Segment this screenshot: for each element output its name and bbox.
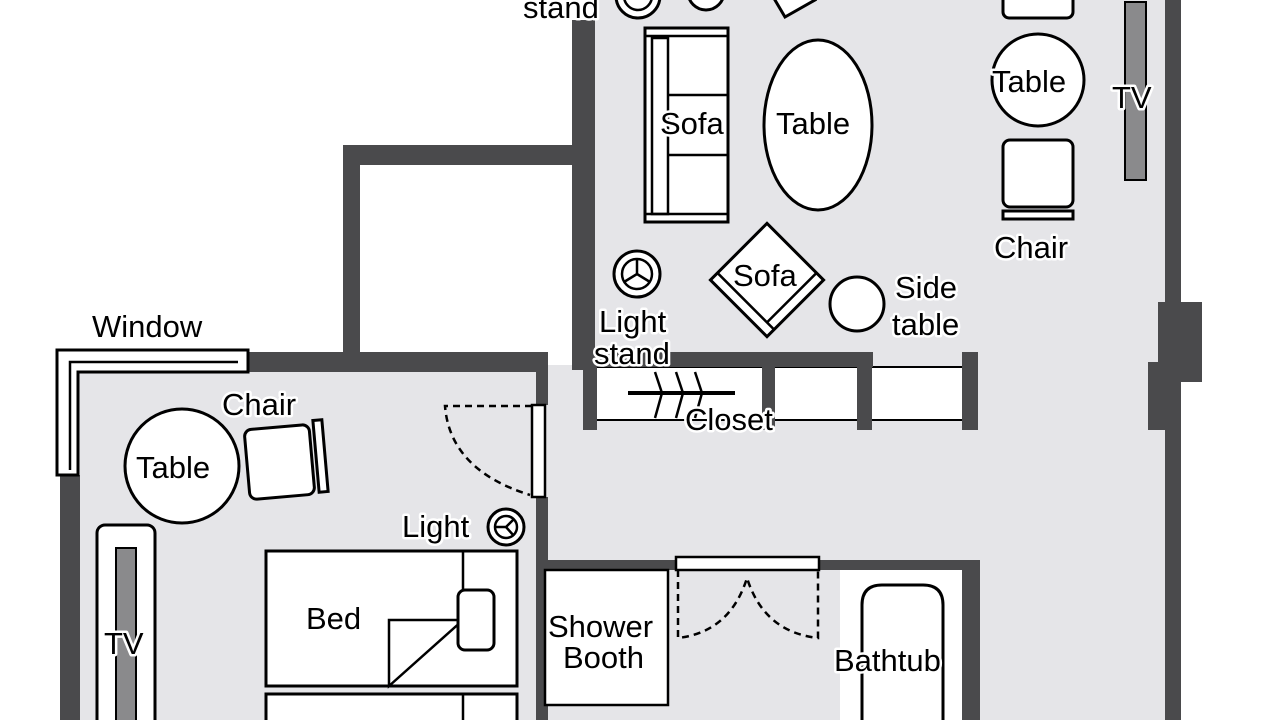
label-sofa-main: Sofa — [660, 106, 725, 141]
wall — [343, 145, 575, 165]
label-light-stand-2: stand — [594, 336, 670, 371]
wall — [536, 365, 548, 405]
wall-pillar — [1148, 302, 1202, 430]
label-light-stand-1: Light — [599, 304, 667, 339]
storage-room — [360, 165, 570, 352]
label-light-bedroom: Light — [402, 509, 470, 544]
bed — [264, 549, 519, 689]
wall — [60, 475, 80, 720]
label-shower-2: Booth — [563, 640, 644, 675]
wall — [962, 560, 980, 720]
label-sofa-corner: Sofa — [733, 258, 798, 293]
label-window: Window — [92, 309, 203, 344]
chair-top — [1001, 0, 1075, 20]
chair-top-tilted — [773, 0, 818, 20]
label-table-round: Table — [992, 64, 1066, 99]
label-table-bedroom: Table — [136, 450, 210, 485]
chair-living-back — [1001, 209, 1075, 221]
tv-living — [1124, 1, 1147, 181]
label-chair-bedroom: Chair — [222, 387, 296, 422]
bedroom-door[interactable] — [530, 403, 547, 499]
chair-bedroom — [243, 423, 316, 501]
wall — [962, 352, 978, 430]
label-table-oval: Table — [776, 106, 850, 141]
shower-booth — [543, 568, 670, 707]
bedroom-door-swing — [443, 404, 532, 497]
label-tv-living: TV — [1112, 80, 1152, 115]
wall — [572, 20, 595, 370]
wall — [583, 352, 597, 430]
wall — [248, 352, 548, 372]
bathroom-door[interactable] — [674, 555, 821, 572]
label-side-table-2: table — [892, 307, 959, 342]
tv-bedroom — [115, 547, 137, 720]
light-stand-icon — [612, 249, 662, 299]
label-bathtub: Bathtub — [834, 643, 941, 678]
label-chair-living: Chair — [994, 230, 1068, 265]
bathtub — [860, 583, 945, 720]
sofa-main — [643, 26, 730, 224]
light-stand-top-icon — [614, 0, 662, 20]
wall — [343, 145, 360, 370]
label-bed: Bed — [306, 601, 361, 636]
wall — [583, 352, 873, 367]
table-oval — [762, 38, 874, 212]
label-tv-bedroom: TV — [104, 626, 144, 661]
label-light-stand-top: stand — [523, 0, 599, 25]
sofa-corner — [708, 221, 826, 339]
light-bedroom-icon — [486, 507, 526, 547]
wall — [857, 352, 872, 430]
label-side-table-1: Side — [895, 270, 957, 305]
side-table — [828, 275, 886, 333]
stool-top — [688, 0, 724, 12]
window-pane-line — [68, 360, 238, 470]
hangers — [653, 371, 704, 419]
label-shower-1: Shower — [548, 609, 653, 644]
table-bedroom — [123, 407, 241, 525]
chair-bedroom-back — [311, 418, 330, 494]
table-round-right — [990, 32, 1086, 128]
chair-living — [1001, 138, 1075, 209]
wall — [762, 360, 775, 430]
label-closet: Closet — [685, 402, 773, 437]
bed-second — [264, 692, 519, 720]
